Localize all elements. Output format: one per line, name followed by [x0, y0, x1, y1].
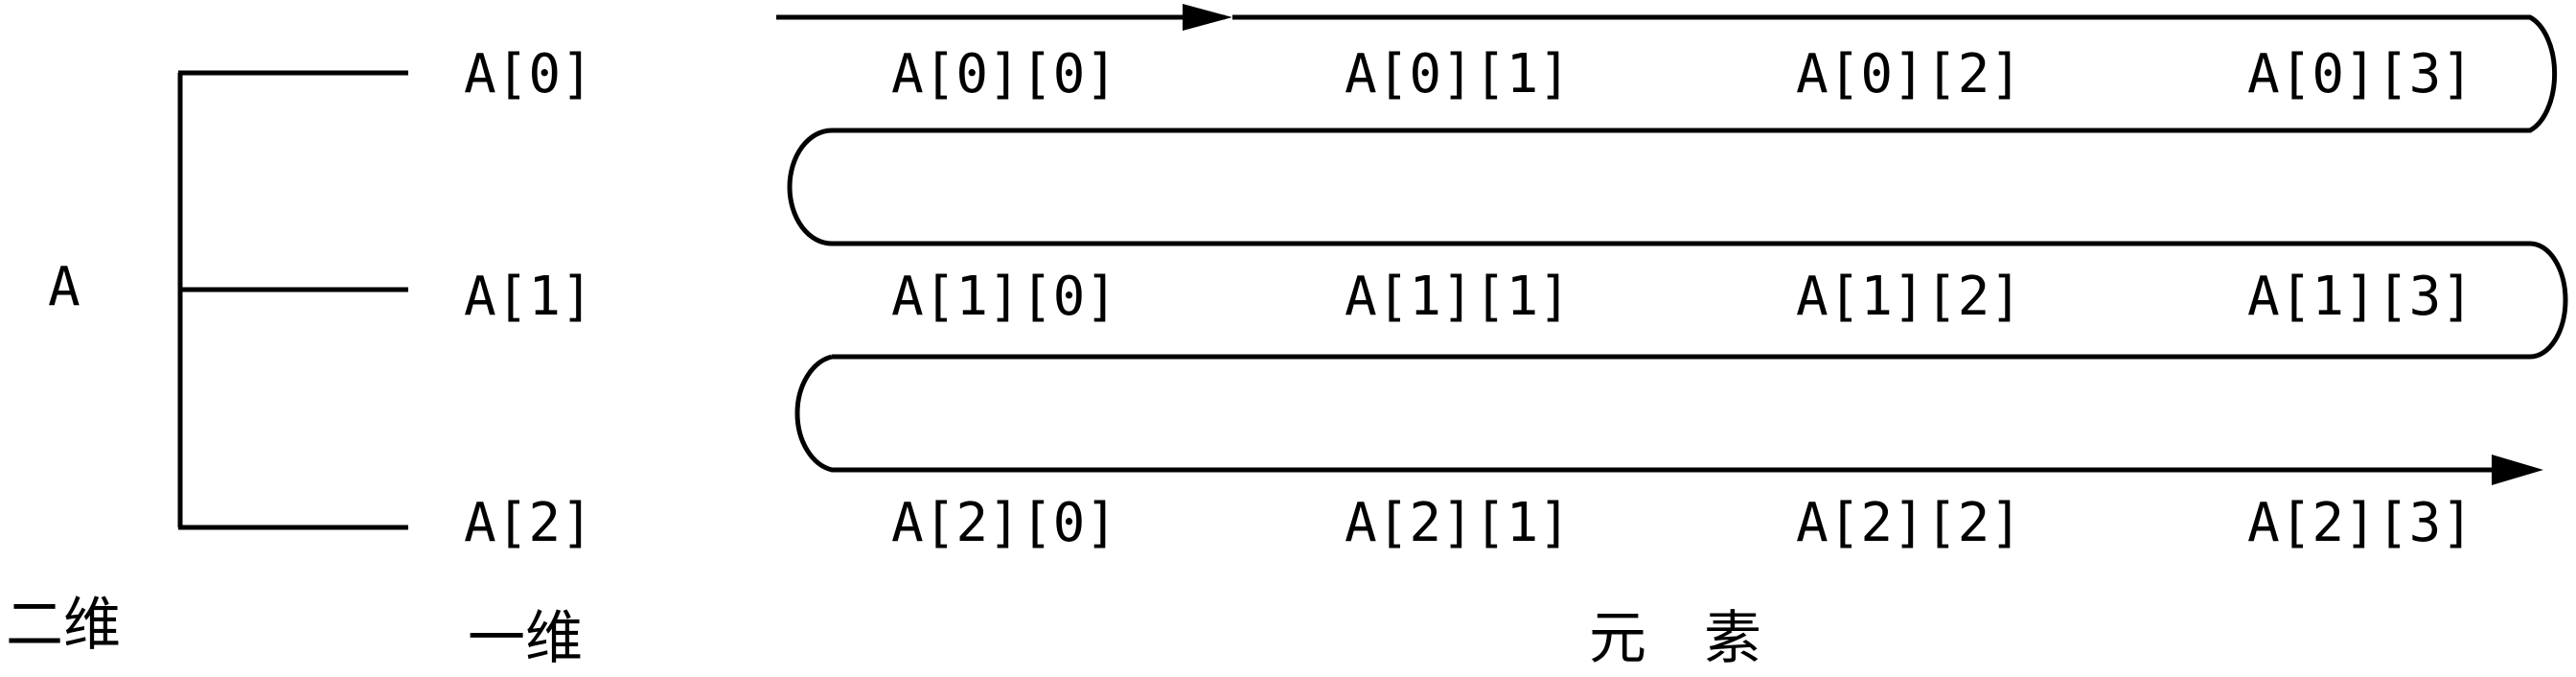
caption-two-dim: 二维 — [6, 592, 121, 659]
traversal-path — [776, 4, 2568, 485]
element-0-0: A[0][0] — [891, 43, 1117, 105]
tree-bracket — [177, 70, 408, 530]
root-label: A — [48, 256, 80, 318]
element-grid: A[0][0] A[0][1] A[0][2] A[0][3] A[1][0] … — [891, 43, 2473, 554]
element-1-3: A[1][3] — [2247, 266, 2473, 328]
row-label-2: A[2] — [464, 492, 593, 554]
row-label-1: A[1] — [464, 266, 593, 328]
element-1-1: A[1][1] — [1345, 266, 1571, 328]
caption-one-dim: 一维 — [468, 605, 583, 672]
path-turn-right-2 — [832, 241, 2568, 360]
element-2-1: A[2][1] — [1345, 492, 1571, 554]
element-2-0: A[2][0] — [891, 492, 1117, 554]
element-1-2: A[1][2] — [1796, 266, 2022, 328]
caption-elements: 元 素 — [1589, 605, 1761, 672]
element-0-2: A[0][2] — [1796, 43, 2022, 105]
row-label-0: A[0] — [464, 43, 593, 105]
element-1-0: A[1][0] — [891, 266, 1117, 328]
element-2-2: A[2][2] — [1796, 492, 2022, 554]
end-arrowhead-icon — [2492, 455, 2543, 485]
element-0-3: A[0][3] — [2247, 43, 2473, 105]
start-arrowhead-icon — [1183, 4, 1232, 31]
path-turn-left-3 — [794, 354, 2492, 473]
element-0-1: A[0][1] — [1345, 43, 1571, 105]
element-2-3: A[2][3] — [2247, 492, 2473, 554]
path-turn-left-1 — [787, 128, 2530, 246]
path-row-0 — [832, 14, 2558, 133]
